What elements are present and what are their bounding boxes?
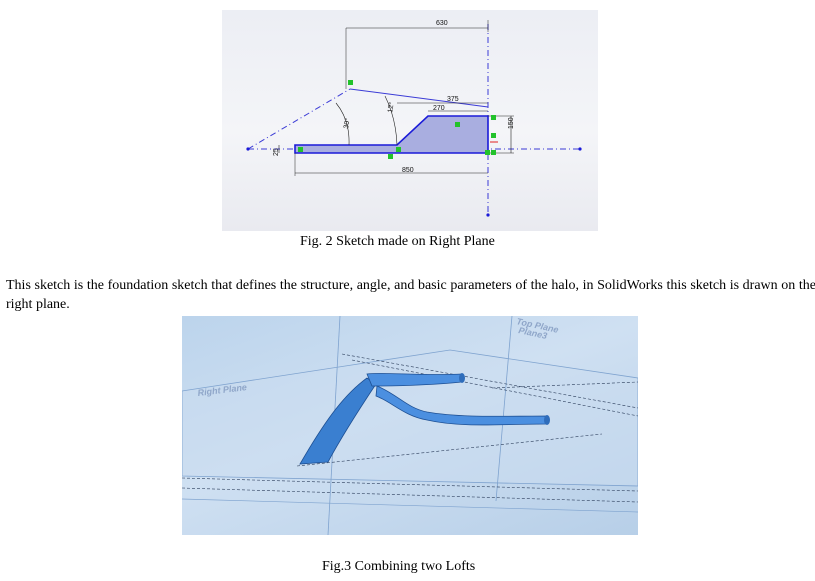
sketch-profile [294, 115, 489, 154]
dim-150: 150 [508, 117, 515, 129]
dim-angle-30: 30° [342, 117, 352, 129]
relation-marker [455, 122, 460, 127]
dim-25: 25 [273, 148, 280, 156]
relation-marker [396, 147, 401, 152]
figure-3-caption: Fig.3 Combining two Lofts [322, 559, 476, 574]
dim-850: 850 [402, 167, 414, 174]
figure-2-sketch-image: 630 850 375 270 150 25 30° 12° [222, 10, 598, 231]
right-plane [182, 349, 638, 487]
figure-2-caption: Fig. 2 Sketch made on Right Plane [300, 234, 495, 249]
relation-marker [388, 154, 393, 159]
relation-marker [491, 133, 496, 138]
relation-marker [298, 147, 303, 152]
relation-marker [348, 80, 353, 85]
body-paragraph: This sketch is the foundation sketch tha… [6, 278, 815, 312]
dim-angle-12: 12° [386, 101, 396, 113]
figure-3-loft-image: Right Plane Top Plane Plane3 [182, 316, 638, 535]
sketch-top-line [349, 88, 489, 108]
dim-630: 630 [436, 20, 448, 27]
construction-line-left [247, 88, 351, 150]
dim-375: 375 [447, 96, 459, 103]
relation-marker [485, 150, 490, 155]
relation-marker [491, 115, 496, 120]
dim-270: 270 [433, 105, 445, 112]
sketch-drawing: 630 850 375 270 150 25 30° 12° [246, 20, 582, 217]
loft-render: Right Plane Top Plane Plane3 [182, 316, 638, 535]
relation-marker [491, 150, 496, 155]
